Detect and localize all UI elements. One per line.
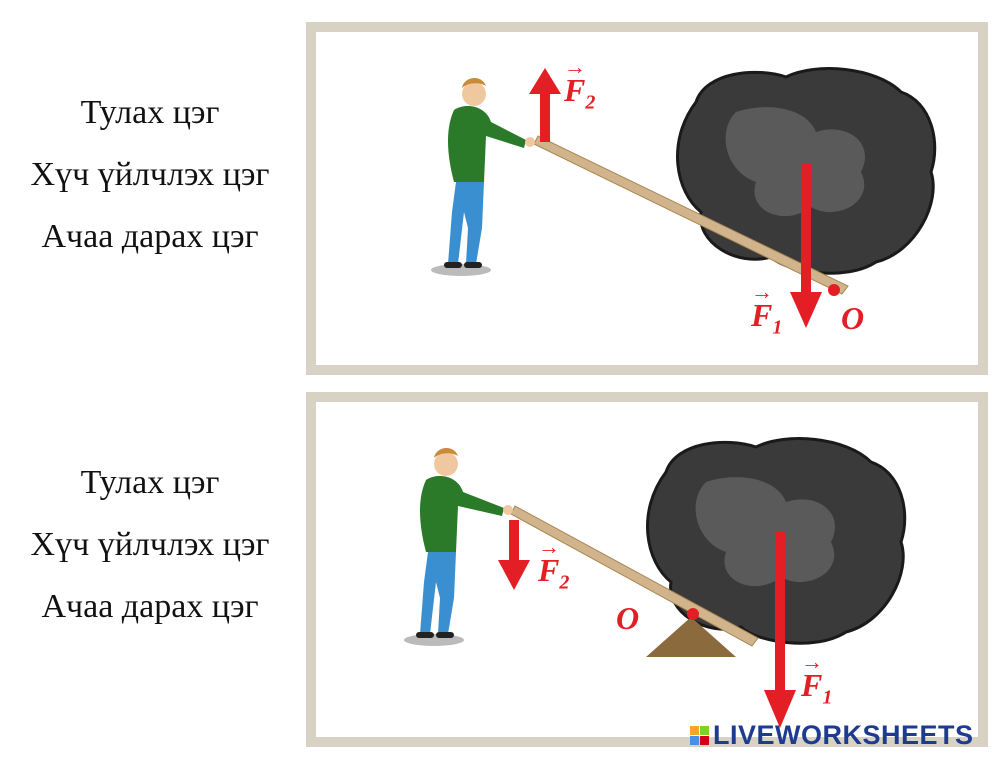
force-arrow-applied: [529, 68, 561, 142]
person-icon: [416, 447, 513, 638]
person-icon: [444, 77, 535, 268]
vector-label-f2: →F2: [564, 54, 596, 114]
lever-diagram-top: →F2 →F1 O: [306, 22, 988, 375]
label-force-point: Хүч үйлчлэх цэг: [30, 526, 270, 563]
liveworksheets-logo: LIVEWORKSHEETS: [690, 718, 974, 752]
liveworksheets-icon: [690, 725, 709, 745]
label-load-point: Ачаа дарах цэг: [41, 588, 259, 625]
brand-name: LIVEWORKSHEETS: [713, 719, 974, 750]
labels-top: Тулах цэг Хүч үйлчлэх цэг Ачаа дарах цэг: [0, 82, 300, 268]
force-arrow-applied: [498, 520, 530, 590]
label-load-point: Ачаа дарах цэг: [41, 218, 259, 255]
force-arrow-load: [790, 164, 822, 328]
pivot-label: O: [616, 600, 640, 636]
lever-diagram-bottom: →F2 →F1 O: [306, 392, 988, 747]
fulcrum-icon: [646, 617, 736, 657]
pivot-dot: [828, 284, 840, 296]
lever-illustration-top: [431, 67, 937, 328]
force-arrow-load: [764, 532, 796, 728]
label-force-point: Хүч үйлчлэх цэг: [30, 156, 270, 193]
labels-bottom: Тулах цэг Хүч үйлчлэх цэг Ачаа дарах цэг: [0, 452, 300, 638]
pivot-label: O: [841, 300, 865, 336]
vector-label-f1: →F1: [801, 649, 833, 709]
lever-illustration-bottom: [404, 437, 907, 728]
label-support-point: Тулах цэг: [80, 464, 220, 501]
label-support-point: Тулах цэг: [80, 94, 220, 131]
pivot-dot: [687, 608, 699, 620]
vector-label-f1: →F1: [751, 279, 783, 339]
vector-label-f2: →F2: [538, 534, 570, 594]
